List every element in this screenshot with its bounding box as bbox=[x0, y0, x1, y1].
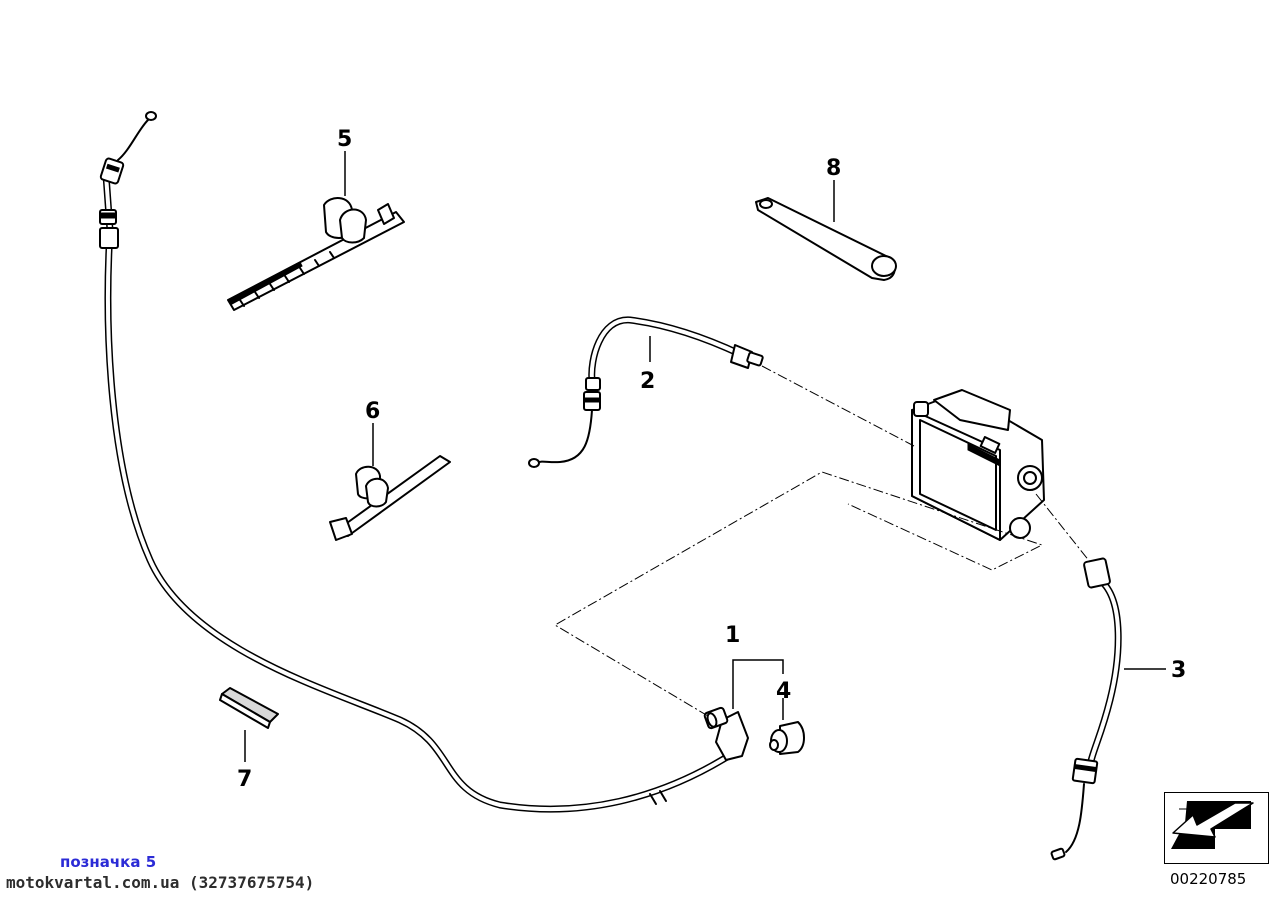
watermark-label: позначка 5 bbox=[60, 853, 157, 871]
callout-6: 6 bbox=[365, 399, 380, 424]
callout-3: 3 bbox=[1171, 658, 1186, 683]
arrow-icon bbox=[1171, 801, 1254, 849]
callout-numbers: 5 8 2 6 1 3 4 7 bbox=[237, 127, 1186, 792]
part-1-cable[interactable] bbox=[99, 111, 749, 813]
part-7-spacer[interactable] bbox=[219, 687, 279, 729]
callout-2: 2 bbox=[640, 369, 655, 394]
watermark-site: motokvartal.com.ua (32737675754) bbox=[6, 873, 315, 892]
callout-7: 7 bbox=[237, 767, 252, 792]
callout-5: 5 bbox=[337, 127, 352, 152]
part-3-cable[interactable] bbox=[1050, 557, 1122, 861]
control-unit bbox=[911, 389, 1045, 541]
part-2-cable[interactable] bbox=[528, 316, 764, 468]
part-4-cap[interactable] bbox=[769, 721, 805, 755]
part-6-strap[interactable] bbox=[329, 455, 451, 541]
connection-lines bbox=[554, 365, 1091, 717]
callout-8: 8 bbox=[826, 156, 841, 181]
leader-lines bbox=[244, 151, 1166, 762]
orientation-box bbox=[1164, 792, 1269, 864]
part-5-cable-tie[interactable] bbox=[227, 197, 405, 311]
reference-number: 00220785 bbox=[1170, 870, 1247, 888]
callout-4: 4 bbox=[776, 679, 791, 704]
part-8-bracket[interactable] bbox=[755, 197, 897, 281]
callout-1: 1 bbox=[725, 623, 740, 648]
